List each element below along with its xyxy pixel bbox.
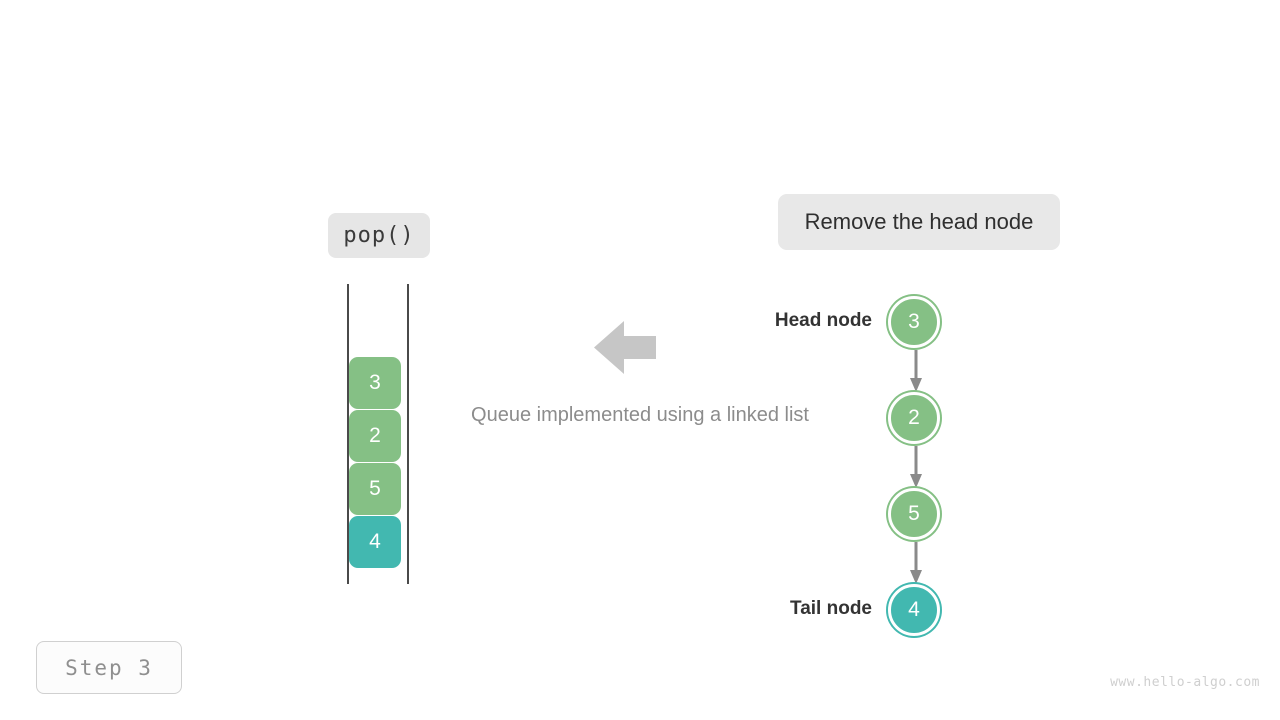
queue-column: 3 2 5 4 (340, 284, 416, 586)
transform-arrow-left-icon (594, 319, 656, 376)
queue-cell: 5 (349, 463, 401, 515)
head-node-label: Head node (774, 310, 872, 331)
queue-rail-left (347, 284, 349, 584)
watermark: www.hello-algo.com (1110, 675, 1260, 690)
list-node: 3 (888, 296, 940, 348)
tail-node-label: Tail node (790, 598, 872, 619)
linked-list: 3 2 5 4 (884, 288, 956, 648)
step-badge: Step 3 (36, 641, 182, 694)
link-arrow-icon (910, 542, 922, 586)
queue-cell: 3 (349, 357, 401, 409)
queue-cell-list: 3 2 5 4 (349, 357, 401, 569)
queue-cell: 4 (349, 516, 401, 568)
list-node: 5 (888, 488, 940, 540)
queue-cell: 2 (349, 410, 401, 462)
queue-rail-right (407, 284, 409, 584)
link-arrow-icon (910, 446, 922, 490)
caption-text: Queue implemented using a linked list (471, 404, 809, 426)
operation-label: pop() (328, 213, 430, 258)
description-label: Remove the head node (778, 194, 1060, 250)
list-node: 2 (888, 392, 940, 444)
link-arrow-icon (910, 350, 922, 394)
list-node: 4 (888, 584, 940, 636)
